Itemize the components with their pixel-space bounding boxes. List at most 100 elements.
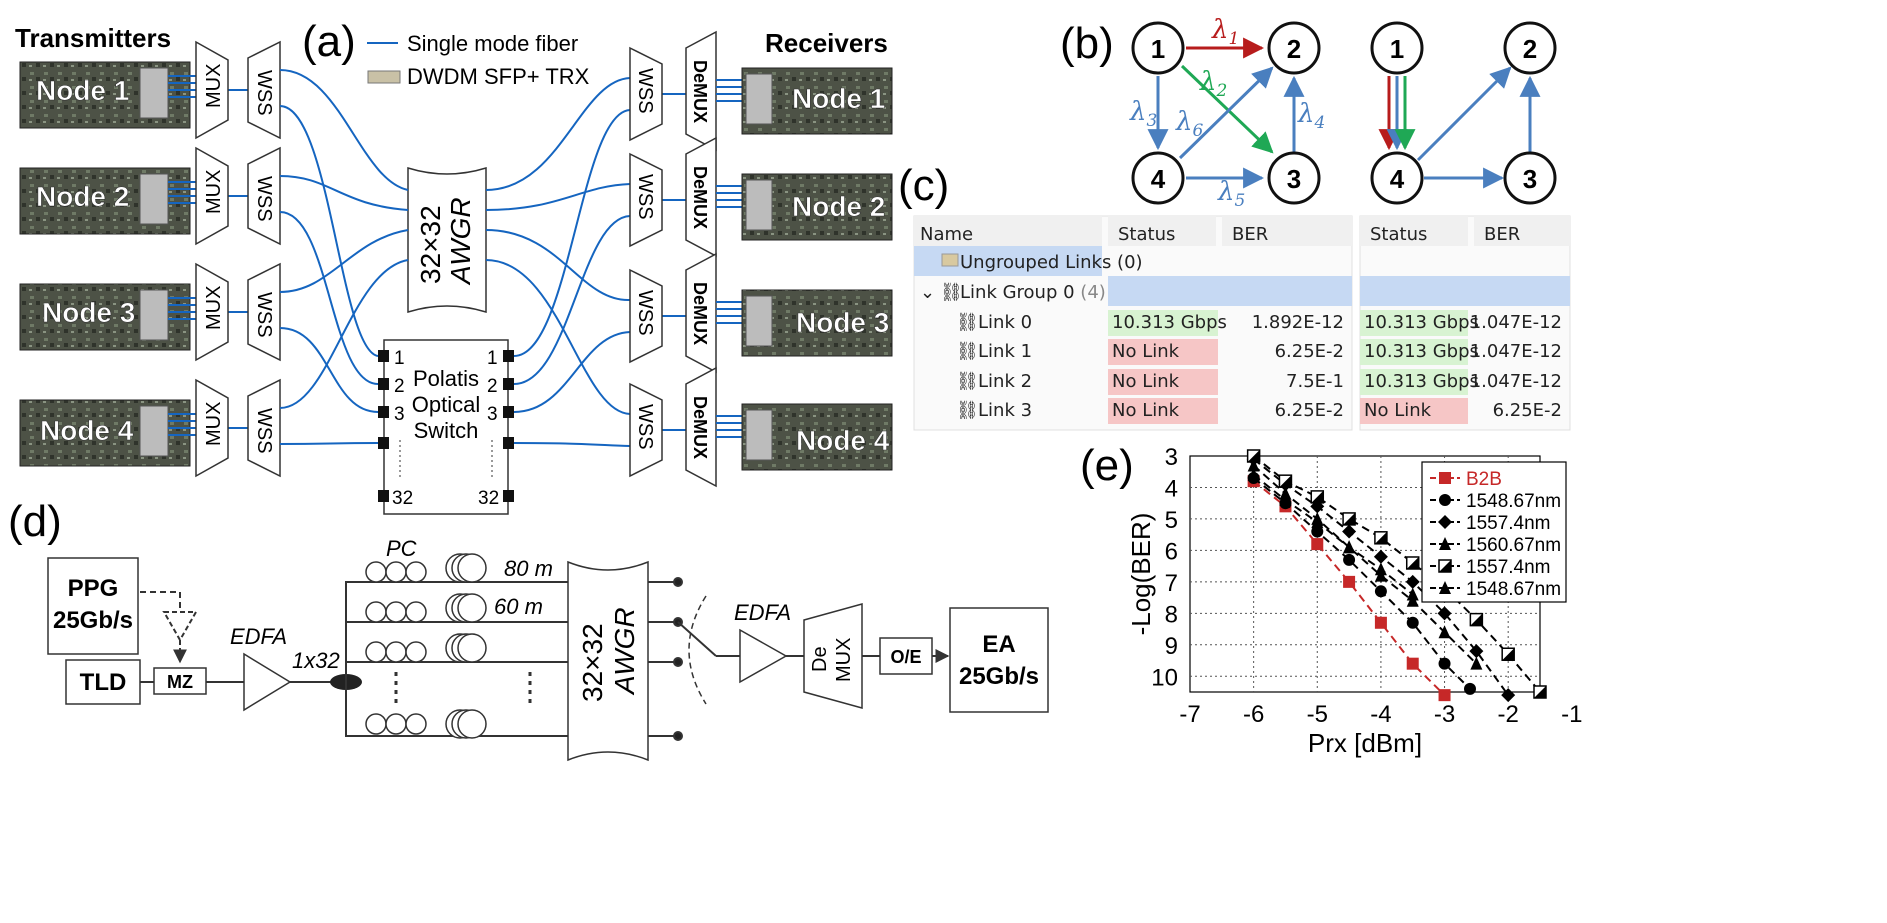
legend-marker-2	[1438, 515, 1452, 529]
mux-3	[195, 262, 229, 362]
data-point-2	[1405, 574, 1420, 589]
link-3-ber-2: 6.25E-2	[1493, 400, 1562, 421]
rx-node-1-label: Node 1	[792, 83, 885, 114]
tx-node-4-label: Node 4	[40, 415, 134, 446]
data-point-5	[1343, 540, 1356, 554]
link-1-ber-2: 1.047E-12	[1470, 341, 1562, 362]
rx-fibers	[716, 79, 750, 438]
splitter-label: 1x32	[292, 648, 340, 673]
graph-left-node-2: 2	[1287, 34, 1301, 64]
wss-tx-1-label: WSS	[253, 70, 275, 116]
y-tick-label: 9	[1165, 633, 1178, 660]
edfa-1-label: EDFA	[230, 624, 287, 649]
link-table-left: Name Status BER Ungrouped Links (0) ⌄ ⛓ …	[913, 215, 1353, 431]
ea-line1: EA	[982, 631, 1015, 658]
ppg-line2: 25Gb/s	[53, 607, 133, 634]
awgr-a-line1: 32×32	[415, 205, 446, 284]
wss-tx-4	[247, 378, 281, 478]
sw-port-l3: 3	[394, 404, 405, 425]
data-point-1	[1464, 682, 1476, 695]
link-error-icon: ⛓	[956, 312, 979, 333]
optical-switch	[383, 339, 509, 515]
graph-left-node-1: 1	[1151, 34, 1165, 64]
data-point-0	[1311, 538, 1324, 551]
rx-node-3-label: Node 3	[796, 307, 889, 338]
demux-2-label: DeMUX	[690, 166, 710, 229]
data-point-4	[1470, 613, 1483, 626]
y-tick-label: 10	[1151, 664, 1178, 691]
data-point-5	[1374, 562, 1387, 576]
x-tick-label: -5	[1307, 701, 1328, 728]
link-1-status-2: 10.313 Gbps	[1364, 341, 1479, 362]
expand-chevron-icon[interactable]: ⌄	[920, 282, 935, 303]
switch-arm	[677, 621, 717, 657]
tx-node-1-label: Node 1	[36, 75, 129, 106]
legend-label-2: 1557.4nm	[1466, 513, 1551, 534]
col-name-header: Name	[920, 224, 973, 245]
ungrouped-label: Ungrouped Links (0)	[960, 252, 1143, 273]
lambda-3: λ3	[1129, 97, 1157, 131]
graph-right-node-4: 4	[1390, 164, 1405, 194]
series-line-1	[1253, 477, 1471, 690]
wss-tx-1	[247, 40, 281, 140]
receivers-title: Receivers	[765, 28, 888, 58]
graph-right-node-2: 2	[1523, 34, 1537, 64]
data-point-1	[1374, 585, 1387, 598]
y-tick-label: 4	[1165, 475, 1178, 502]
data-point-4	[1279, 475, 1292, 488]
y-tick-label: 7	[1165, 570, 1178, 597]
tld-box	[65, 659, 141, 705]
table-row-link-0[interactable]: ⛓ Link 0 10.313 Gbps 1.892E-12	[956, 310, 1344, 336]
link-2-status-2: 10.313 Gbps	[1364, 371, 1479, 392]
series-line-4	[1253, 455, 1541, 693]
tx-node-2: Node 2	[19, 167, 191, 235]
data-point-2	[1437, 606, 1452, 621]
graph-right-node-3: 3	[1523, 164, 1537, 194]
transmitters-title: Transmitters	[15, 23, 171, 53]
sw-port-r32: 32	[478, 488, 499, 509]
ppg-dashed-link	[140, 591, 181, 608]
data-point-4	[1502, 648, 1515, 661]
x-tick-label: -1	[1561, 701, 1582, 728]
data-point-2	[1469, 644, 1484, 659]
x-tick-label: -4	[1370, 701, 1391, 728]
y-axis-label: -Log(BER)	[1126, 513, 1156, 636]
link-1-name: Link 1	[978, 341, 1032, 362]
data-point-2	[1342, 524, 1357, 539]
wss-rx-3-label: WSS	[634, 290, 656, 336]
driver-amp-icon	[162, 611, 198, 643]
link-group-label[interactable]: Link Group 0 (4)	[960, 282, 1106, 303]
mz-label: MZ	[167, 672, 193, 692]
rx-node-4-label: Node 4	[796, 425, 890, 456]
lambda-2: λ2	[1199, 67, 1227, 101]
graph-left-node-3: 3	[1287, 164, 1301, 194]
edfa-2-icon	[739, 628, 788, 684]
table-row-link-3[interactable]: ⛓ Link 3 No Link 6.25E-2	[956, 398, 1344, 424]
wss-rx-2	[629, 152, 663, 248]
legend-marker-4	[1439, 560, 1451, 572]
link-0-ber: 1.892E-12	[1252, 312, 1344, 333]
panel-e-label: (e)	[1080, 441, 1134, 490]
legend-box	[1421, 461, 1567, 603]
panel-a-label: (a)	[302, 17, 356, 66]
mux-4	[195, 378, 229, 478]
link-3-ber: 6.25E-2	[1275, 400, 1344, 421]
link-icon: ⛓	[956, 341, 979, 362]
y-tick-label: 5	[1165, 507, 1178, 534]
switch-line1: Polatis	[413, 366, 479, 391]
edfa-2-label: EDFA	[734, 600, 791, 625]
awgr-d-line2: AWGR	[609, 607, 640, 696]
table-row-link-1[interactable]: ⛓ Link 1 No Link 6.25E-2	[956, 339, 1344, 365]
edfa-1-icon	[243, 652, 292, 712]
sw-port-r1: 1	[487, 348, 498, 369]
graph-right: 1 2 3 4	[1370, 21, 1557, 205]
link-1-ber: 6.25E-2	[1275, 341, 1344, 362]
link-0-status-2: 10.313 Gbps	[1364, 312, 1479, 333]
sw-port-r2: 2	[487, 376, 498, 397]
table-row-link-2[interactable]: ⛓ Link 2 No Link 7.5E-1	[956, 369, 1344, 395]
y-tick-label: 8	[1165, 601, 1178, 628]
wss-rx-3	[629, 268, 663, 364]
awgr-a	[407, 166, 487, 314]
data-point-0	[1406, 657, 1419, 670]
